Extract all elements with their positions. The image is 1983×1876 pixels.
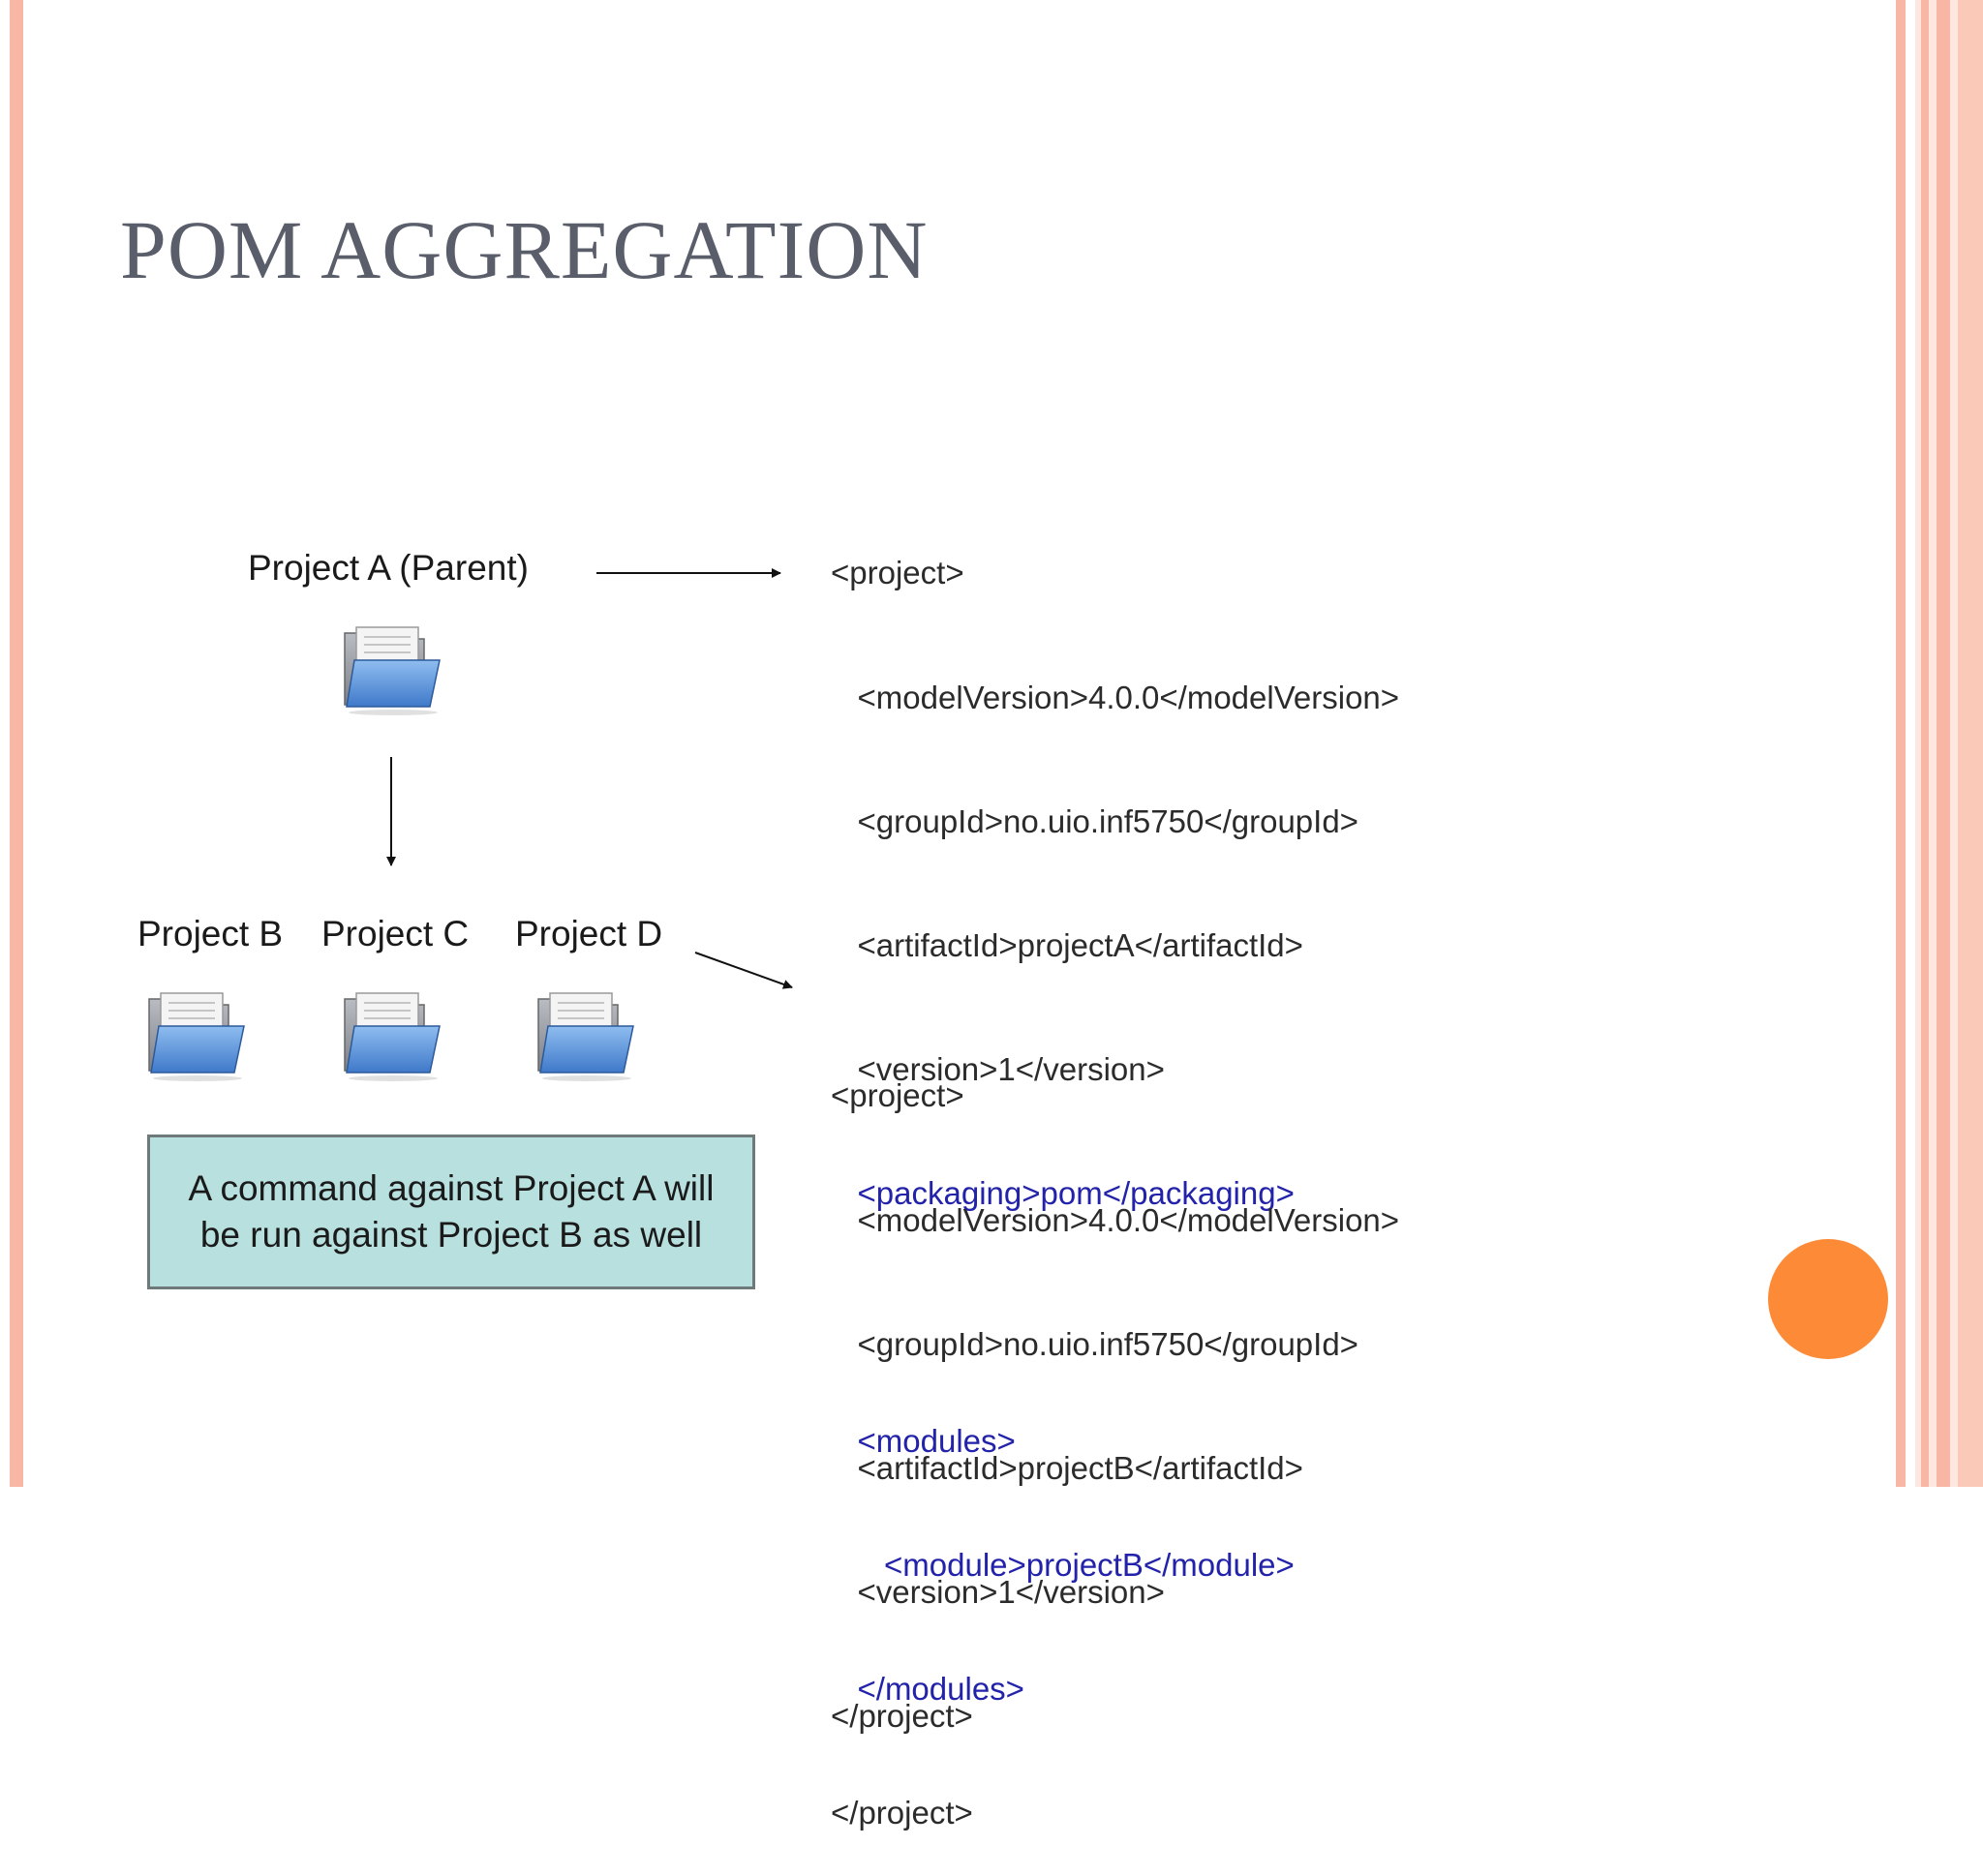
folder-icon-project-c <box>341 985 445 1082</box>
code-line: <modelVersion>4.0.0</modelVersion> <box>831 679 1400 715</box>
code-line: <version>1</version> <box>831 1050 1165 1087</box>
child-pom-code: <project> <modelVersion>4.0.0</modelVers… <box>831 993 1399 1778</box>
right-border-stripe-4 <box>1958 0 1983 1487</box>
diagram-arrows <box>386 568 793 989</box>
slide-title: POM AGGREGATION <box>120 203 929 296</box>
code-line: <project> <box>831 1077 964 1114</box>
folder-icon-project-b <box>145 985 250 1082</box>
code-line: <modelVersion>4.0.0</modelVersion> <box>831 1201 1400 1238</box>
note-text: A command against Project A will be run … <box>188 1168 715 1255</box>
code-line: <version>1</version> <box>831 1573 1165 1610</box>
child-project-label-b: Project B <box>137 914 284 953</box>
decorative-orange-circle <box>1768 1239 1888 1359</box>
arrow-child-to-pom <box>694 952 793 989</box>
code-line: <groupId>no.uio.inf5750</groupId> <box>831 1325 1358 1362</box>
code-line: <artifactId>projectB</artifactId> <box>831 1449 1303 1486</box>
code-line: <groupId>no.uio.inf5750</groupId> <box>831 802 1358 839</box>
left-border-stripe <box>10 0 23 1487</box>
right-border-stripe-3 <box>1937 0 1950 1487</box>
child-project-label-c: Project C <box>321 914 470 953</box>
code-line: </project> <box>831 1697 973 1734</box>
code-line: <project> <box>831 555 964 591</box>
code-line: </project> <box>831 1795 973 1831</box>
code-line: <artifactId>projectA</artifactId> <box>831 926 1303 963</box>
note-box: A command against Project A will be run … <box>147 1135 755 1289</box>
code-line-packaging: <packaging>pom</packaging> <box>831 1174 1295 1211</box>
code-line-modules-open: <modules> <box>831 1423 1016 1460</box>
right-border-stripe-2 <box>1921 0 1929 1487</box>
parent-project-label: Project A (Parent) <box>248 548 529 588</box>
child-project-label-d: Project D <box>515 914 663 953</box>
folder-icon-project-d <box>534 985 639 1082</box>
parent-folder-icon <box>341 620 445 716</box>
right-border-stripe-1 <box>1896 0 1906 1487</box>
